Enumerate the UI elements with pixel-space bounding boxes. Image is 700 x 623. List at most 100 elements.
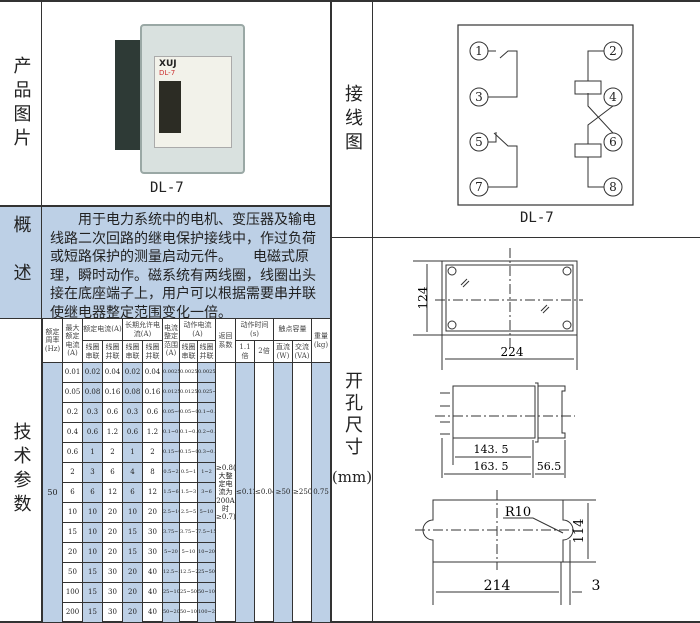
divider xyxy=(330,0,332,623)
wiring-diagram: 1 2 3 4 5 6 7 8 xyxy=(457,24,634,206)
table-cell: 10~20 xyxy=(197,542,216,563)
bottom-border xyxy=(0,621,700,623)
product-caption: DL-7 xyxy=(150,180,184,196)
table-cell: 0.6 xyxy=(142,402,163,423)
table-cell: 50~100 xyxy=(197,582,216,603)
table-cell: 0.2~0.4 xyxy=(197,422,216,443)
header-rated-current: 额定电流(A) xyxy=(82,318,123,341)
table-cell: 40 xyxy=(142,602,163,623)
label-product-image: 产品图片 xyxy=(10,55,32,152)
table-cell: 30 xyxy=(142,522,163,543)
dc-cell: ≥50 xyxy=(273,362,293,623)
table-cell: 10 xyxy=(82,542,103,563)
table-cell: 0.15~0.6 xyxy=(162,442,180,463)
header-parallel: 线圈并联 xyxy=(102,340,123,363)
table-cell: 0.6 xyxy=(122,422,143,443)
divider xyxy=(41,0,42,623)
table-cell: 0.5~1 xyxy=(179,462,198,483)
table-cell: 15 xyxy=(62,522,83,543)
table-cell: 0.08 xyxy=(122,382,143,403)
table-cell: 0.05~0.2 xyxy=(162,402,180,423)
weight-cell: 0.75 xyxy=(311,362,331,623)
ac-cell: ≥250 xyxy=(292,362,312,623)
top-border xyxy=(0,0,700,2)
table-cell: 0.3 xyxy=(82,402,103,423)
table-cell: 2.5~5 xyxy=(179,502,198,523)
table-cell: 1 xyxy=(122,442,143,463)
table-cell: 100~200 xyxy=(197,602,216,623)
table-cell: 0.0025~0.01 xyxy=(162,362,180,383)
table-cell: 30 xyxy=(142,542,163,563)
table-cell: 10 xyxy=(82,502,103,523)
table-cell: 0.4 xyxy=(62,422,83,443)
table-cell: 0.15~0.3 xyxy=(179,442,198,463)
table-cell: 0.16 xyxy=(102,382,123,403)
table-cell: 3 xyxy=(82,462,103,483)
label-wiring: 接线图 xyxy=(342,83,363,156)
table-cell: 3.75~15 xyxy=(162,522,180,543)
table-cell: 20 xyxy=(102,542,123,563)
label-cutout: 开孔尺寸(mm) xyxy=(331,370,373,486)
brand-logo: XUJ xyxy=(159,59,177,69)
divider xyxy=(372,0,373,623)
dim-depth-1: 143. 5 xyxy=(474,443,509,456)
divider xyxy=(332,237,700,238)
header-series: 线圈串联 xyxy=(122,340,143,363)
table-cell: 0.01 xyxy=(62,362,83,383)
wiring-frame xyxy=(457,24,634,206)
table-cell: 6 xyxy=(102,462,123,483)
table-cell: 0.08 xyxy=(82,382,103,403)
table-cell: 12 xyxy=(102,482,123,503)
table-cell: 10 xyxy=(82,522,103,543)
table-cell: 20 xyxy=(122,582,143,603)
dim-gap: 3 xyxy=(592,578,601,594)
overview-text: 用于电力系统中的电机、变压器及输电线路二次回路的继电保护接线中，作过负荷或短路保… xyxy=(42,207,330,321)
table-row: 0.20.30.60.30.60.05~0.20.05~0.10.1~0.2 xyxy=(43,402,331,423)
return-coef-cell: ≥0.8(最大整定电流为200A时≥0.7) xyxy=(215,362,236,623)
divider xyxy=(0,205,330,207)
header-max-rated: 最大额定电流(A) xyxy=(62,318,83,363)
table-cell: 7.5~15 xyxy=(197,522,216,543)
cutout-drawing: 124 224 143. 5 163. 5 56.5 R10 114 214 3 xyxy=(413,248,601,605)
time-2-cell: ≤0.04 xyxy=(254,362,274,623)
table-cell: 12.5~50 xyxy=(162,562,180,583)
dim-front-depth: 56.5 xyxy=(537,460,562,473)
table-cell: 30 xyxy=(102,562,123,583)
header-action-time: 动作时间(s) xyxy=(235,318,274,341)
header-series: 线圈串联 xyxy=(179,340,198,363)
table-cell: 4 xyxy=(122,462,143,483)
table-cell: 0.0025~0.005 xyxy=(179,362,198,383)
table-cell: 20 xyxy=(102,522,123,543)
relay-panel: XUJ DL-7 xyxy=(154,56,232,148)
table-cell: 50~100 xyxy=(179,602,198,623)
table-cell: 15 xyxy=(82,582,103,603)
table-cell: 8 xyxy=(142,462,163,483)
table-cell: 25~50 xyxy=(197,562,216,583)
table-cell: 20 xyxy=(102,502,123,523)
table-cell: 15 xyxy=(82,562,103,583)
table-cell: 0.1~0.2 xyxy=(179,422,198,443)
table-cell: 10 xyxy=(122,502,143,523)
table-cell: 0.04 xyxy=(142,362,163,383)
header-weight: 重量(kg) xyxy=(311,318,331,363)
terminal-label: 3 xyxy=(475,90,483,104)
header-action-current: 动作电流(A) xyxy=(179,318,216,341)
terminal-label: 5 xyxy=(475,135,483,149)
table-cell: 12.5~25 xyxy=(179,562,198,583)
table-cell: 2 xyxy=(102,442,123,463)
dim-depth-2: 163. 5 xyxy=(474,460,509,473)
table-cell: 1~2 xyxy=(197,462,216,483)
cutout-outline xyxy=(422,499,574,563)
table-cell: 0.0125~0.025 xyxy=(179,382,198,403)
table-cell: 1.5~6 xyxy=(162,482,180,503)
table-cell: 10 xyxy=(62,502,83,523)
terminal-label: 8 xyxy=(609,180,617,194)
table-cell: 20 xyxy=(62,542,83,563)
table-cell: 1 xyxy=(82,442,103,463)
table-cell: 25~50 xyxy=(179,582,198,603)
table-cell: 20 xyxy=(142,502,163,523)
header-time-2: 2倍 xyxy=(254,340,274,363)
table-cell: 1.5~3 xyxy=(179,482,198,503)
